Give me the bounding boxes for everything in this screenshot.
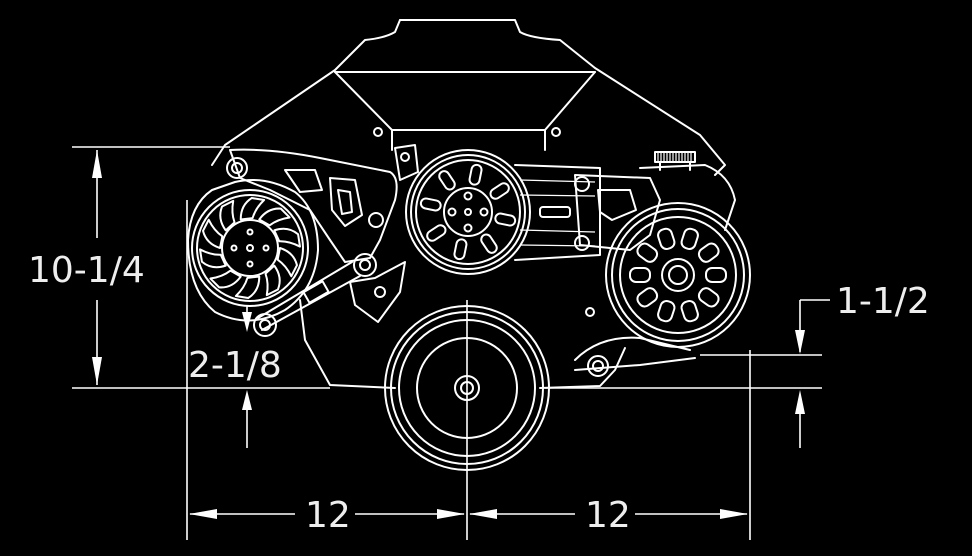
fan-blade (199, 248, 227, 269)
alternator (187, 179, 319, 322)
dimension-left-width-label: 12 (305, 495, 351, 536)
fan-blade (219, 199, 236, 232)
pulley-slot (489, 182, 510, 200)
fan-blade (234, 275, 261, 299)
pulley-slot (697, 287, 720, 308)
pulley-slot (680, 300, 699, 323)
pulley-slot (697, 242, 720, 263)
fan-blade (258, 207, 291, 227)
pulley-slot (629, 267, 651, 283)
dimension-height-label: 10-1/4 (28, 250, 145, 291)
fan-blade (276, 247, 298, 278)
engine-block-outline (211, 19, 726, 389)
pulley-slot (419, 197, 442, 212)
pulley-slot (494, 212, 517, 227)
pulley-slot (657, 227, 676, 250)
dimension-right-width-label: 12 (585, 495, 631, 536)
dimension-lines (72, 146, 830, 540)
fan-blade (209, 269, 242, 289)
pulley-slot (480, 233, 498, 254)
left-bracket (226, 144, 419, 263)
power-steering-pump (574, 151, 751, 377)
fan-blade (273, 227, 301, 248)
dimension-pump-offset-label: 1-1/2 (836, 281, 930, 322)
pulley-slot (438, 170, 456, 191)
pulley-slot (636, 242, 659, 263)
fan-blade (202, 218, 224, 249)
pulley-slot (426, 224, 447, 242)
fan-blade (239, 197, 266, 221)
pulley-slot (468, 163, 483, 186)
fan-blade (264, 264, 281, 297)
pulley-slot (636, 287, 659, 308)
tensioner-arm (253, 253, 406, 337)
dimension-alternator-offset-label: 2-1/8 (188, 345, 282, 386)
pulley-slot (657, 300, 676, 323)
pulley-slot (453, 238, 468, 261)
pulley-slot (680, 227, 699, 250)
pulley-slot (705, 267, 727, 283)
water-pump-pulley (405, 149, 601, 275)
